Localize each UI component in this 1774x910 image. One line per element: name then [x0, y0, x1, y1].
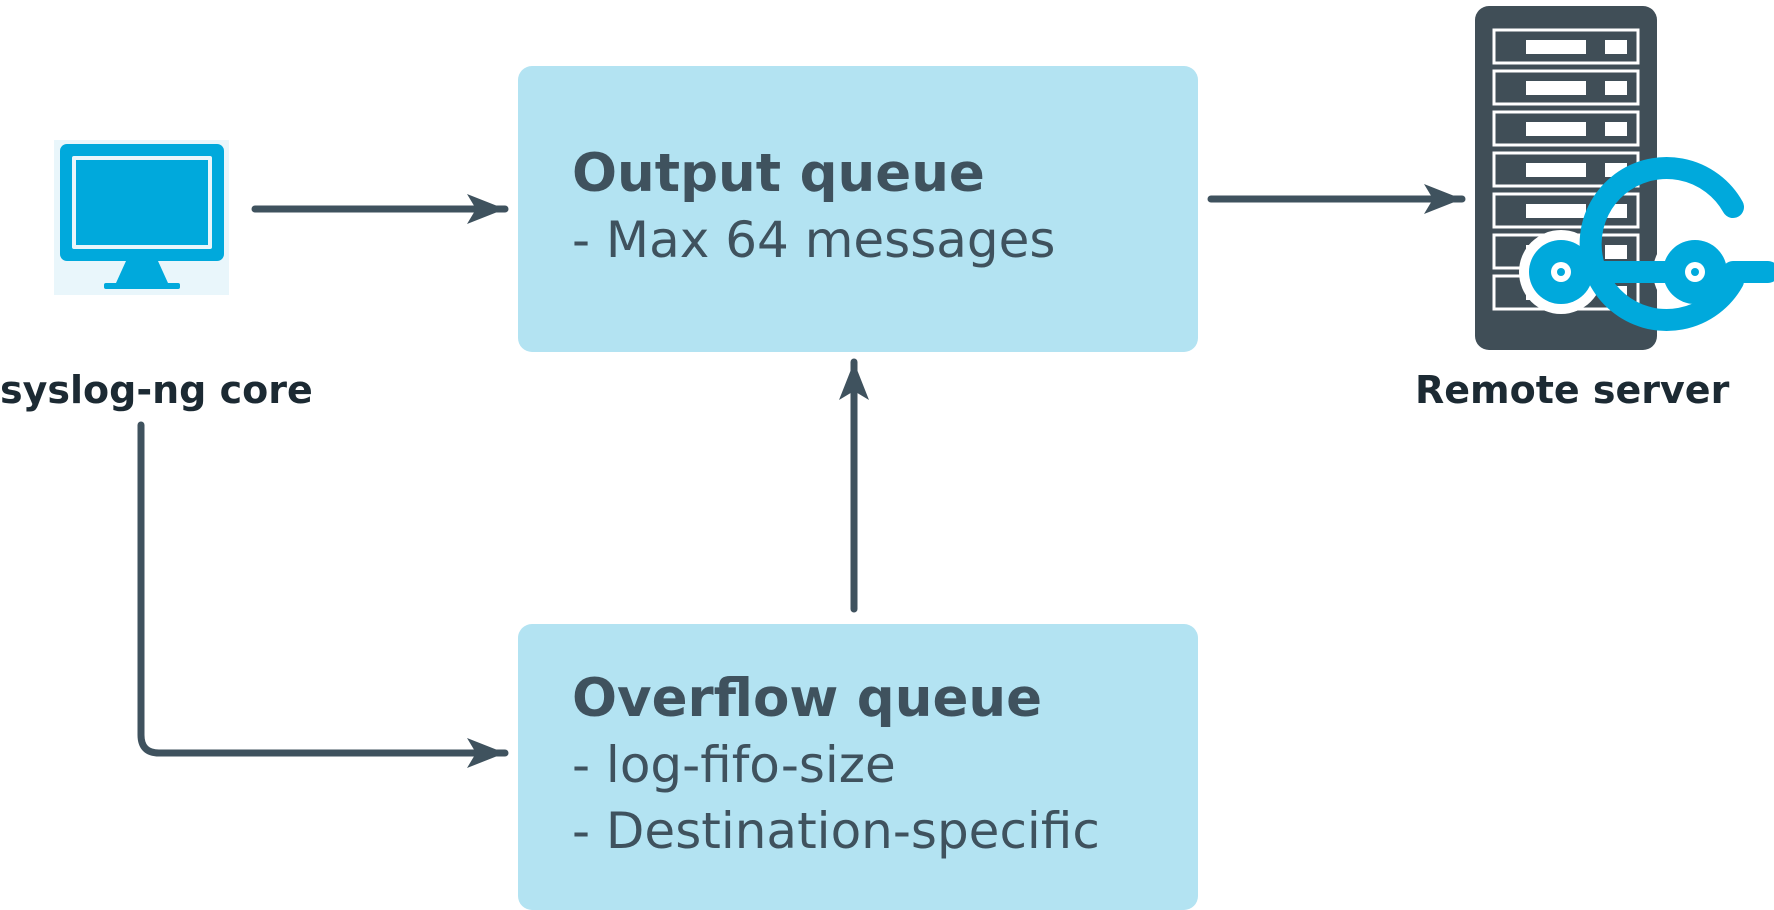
- connector-icon: [1519, 157, 1774, 331]
- overflow-queue-title: Overflow queue: [572, 668, 1043, 729]
- output-queue-line: - Max 64 messages: [572, 211, 1056, 269]
- arrow-core-to-overflow: [137, 421, 509, 768]
- overflow-queue-line: - log-fifo-size: [572, 736, 896, 794]
- output-queue-title: Output queue: [572, 143, 985, 204]
- monitor-icon: [54, 140, 229, 295]
- core-label: syslog-ng core: [0, 368, 313, 412]
- output-queue-box: Output queue - Max 64 messages: [518, 66, 1198, 352]
- overflow-queue-box: Overflow queue - log-fifo-size - Destina…: [518, 624, 1198, 910]
- server-label: Remote server: [1415, 368, 1730, 412]
- overflow-queue-line: - Destination-specific: [572, 802, 1100, 860]
